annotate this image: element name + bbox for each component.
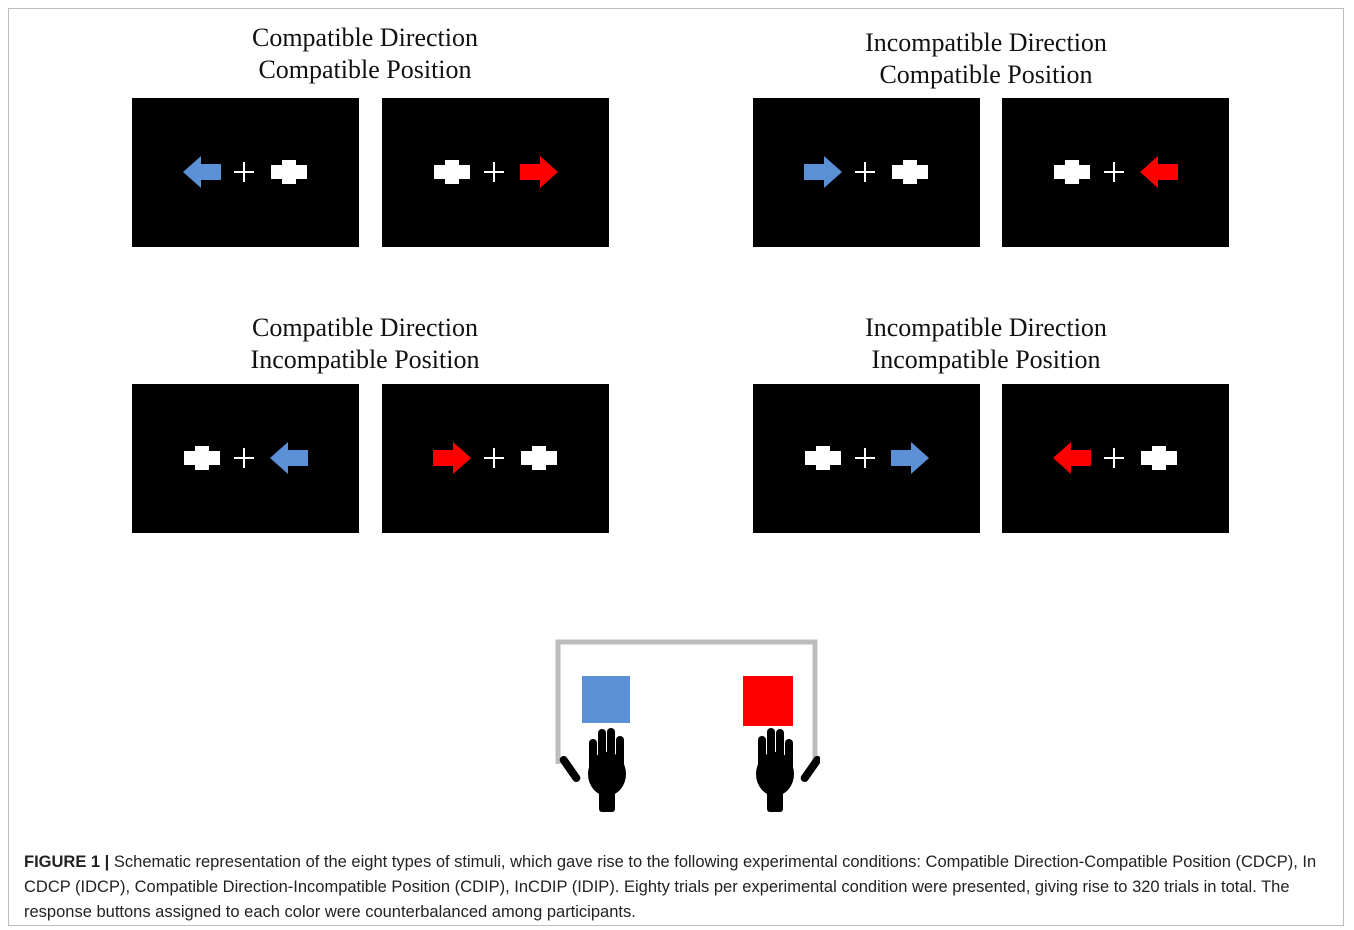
white-cross-icon — [1054, 160, 1090, 184]
red-arrow-right-icon — [520, 156, 558, 188]
response-apparatus — [550, 636, 822, 821]
fixation-cross-icon — [234, 162, 254, 182]
fixation-cross-icon — [1104, 448, 1124, 468]
white-cross-icon — [521, 446, 557, 470]
stimulus-screen — [132, 384, 359, 533]
white-cross-icon — [184, 446, 220, 470]
figure-label: FIGURE 1 | — [24, 853, 110, 871]
stimulus-screen — [382, 384, 609, 533]
stimulus-screen — [132, 98, 359, 247]
fixation-cross-icon — [484, 448, 504, 468]
white-cross-icon — [805, 446, 841, 470]
stimulus-screen — [382, 98, 609, 247]
title-line: Compatible Direction — [251, 23, 478, 52]
red-arrow-right-icon — [433, 442, 471, 474]
apparatus-frame — [555, 639, 818, 764]
title-line: Incompatible Direction — [865, 313, 1107, 342]
fixation-cross-icon — [855, 162, 875, 182]
title-line: Incompatible Direction — [865, 28, 1107, 57]
stimulus-screen — [753, 98, 980, 247]
title-line: Incompatible Position — [871, 345, 1101, 374]
fixation-cross-icon — [855, 448, 875, 468]
blue-arrow-left-icon — [183, 156, 221, 188]
condition-title-idip: Incompatible Direction Incompatible Posi… — [806, 312, 1166, 376]
blue-arrow-right-icon — [891, 442, 929, 474]
fixation-cross-icon — [1104, 162, 1124, 182]
title-line: Compatible Position — [258, 55, 472, 84]
blue-arrow-left-icon — [270, 442, 308, 474]
stimulus-screen — [1002, 98, 1229, 247]
condition-title-idcp: Incompatible Direction Compatible Positi… — [806, 27, 1166, 91]
stimulus-screen — [753, 384, 980, 533]
figure-caption: FIGURE 1 | Schematic representation of t… — [24, 850, 1329, 925]
white-cross-icon — [271, 160, 307, 184]
title-line: Compatible Direction — [251, 313, 478, 342]
blue-arrow-right-icon — [804, 156, 842, 188]
left-hand-icon — [559, 728, 626, 812]
red-arrow-left-icon — [1053, 442, 1091, 474]
fixation-cross-icon — [484, 162, 504, 182]
white-cross-icon — [892, 160, 928, 184]
condition-title-cdcp: Compatible Direction Compatible Position — [185, 22, 545, 86]
title-line: Incompatible Position — [250, 345, 480, 374]
white-cross-icon — [1141, 446, 1177, 470]
blue-response-button — [582, 676, 630, 723]
stimulus-screen — [1002, 384, 1229, 533]
white-cross-icon — [434, 160, 470, 184]
condition-title-cdip: Compatible Direction Incompatible Positi… — [185, 312, 545, 376]
figure-frame — [8, 8, 1344, 926]
red-response-button — [743, 676, 793, 726]
red-arrow-left-icon — [1140, 156, 1178, 188]
caption-text: Schematic representation of the eight ty… — [24, 853, 1317, 921]
fixation-cross-icon — [234, 448, 254, 468]
title-line: Compatible Position — [879, 60, 1093, 89]
right-hand-icon — [756, 728, 822, 812]
